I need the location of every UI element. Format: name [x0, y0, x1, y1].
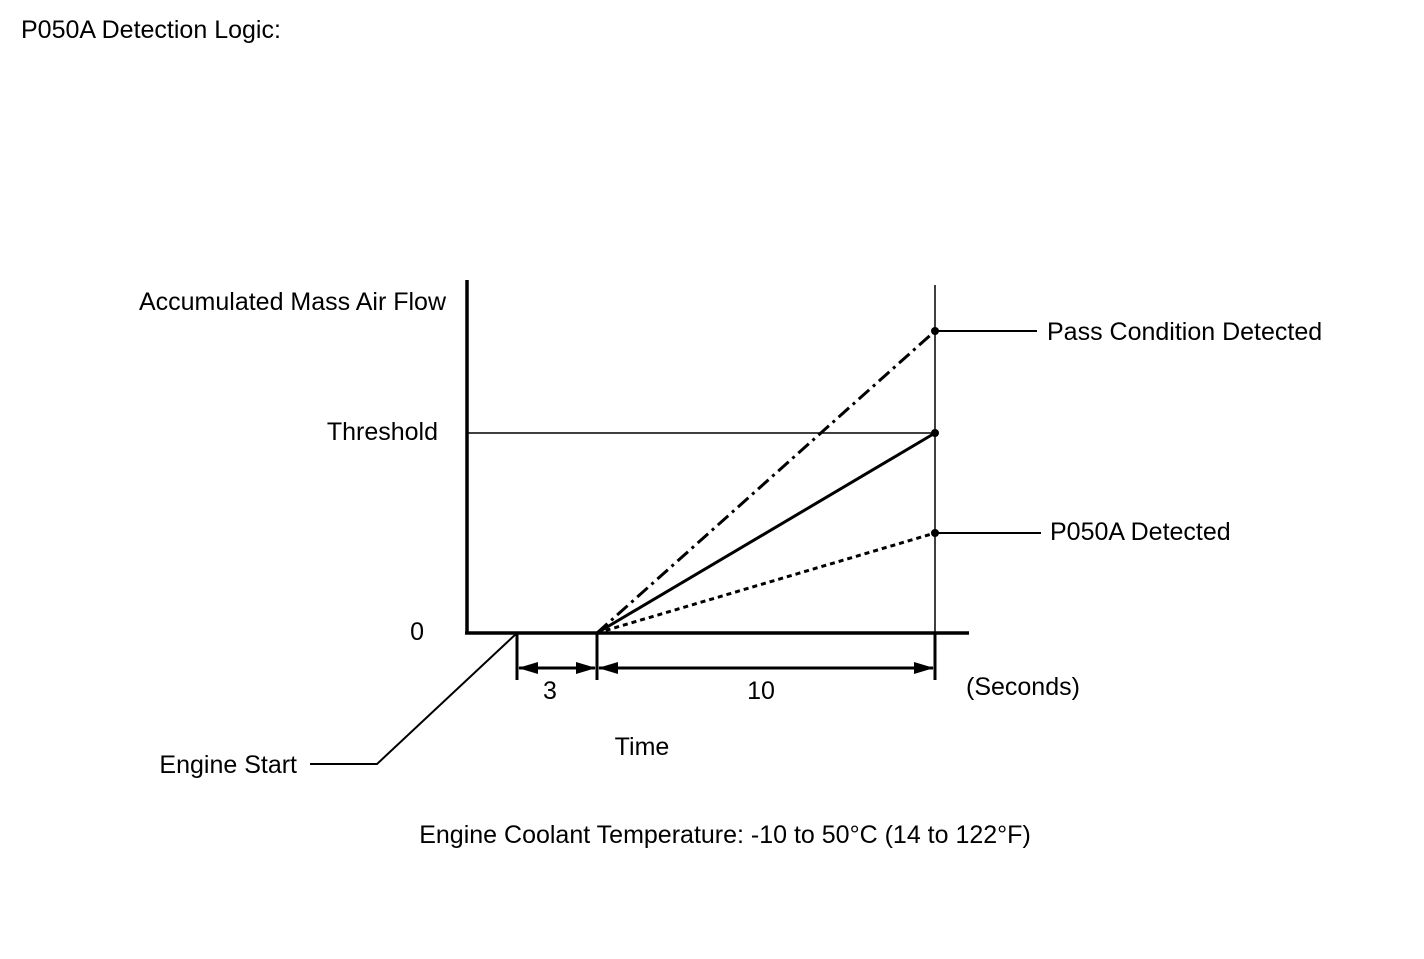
pass-condition-line — [596, 329, 936, 635]
y-axis-label: Accumulated Mass Air Flow — [139, 288, 447, 316]
page-title: P050A Detection Logic: — [21, 16, 281, 44]
pass-condition-label: Pass Condition Detected — [1047, 318, 1322, 346]
condition-note: Engine Coolant Temperature: -10 to 50°C … — [419, 821, 1031, 849]
zero-label: 0 — [410, 618, 424, 646]
engine-start-label: Engine Start — [159, 751, 297, 779]
engine-start-leader-line — [310, 632, 518, 765]
p050a-condition-line — [596, 531, 936, 635]
threshold-condition-line — [596, 431, 936, 635]
threshold-label: Threshold — [327, 418, 438, 446]
interval-10-label: 10 — [747, 677, 775, 705]
p050a-detected-label: P050A Detected — [1050, 518, 1231, 546]
threshold-point — [931, 429, 939, 437]
interval-3-label: 3 — [543, 677, 557, 705]
time-unit-label: (Seconds) — [966, 673, 1080, 701]
x-axis-label: Time — [615, 733, 670, 761]
